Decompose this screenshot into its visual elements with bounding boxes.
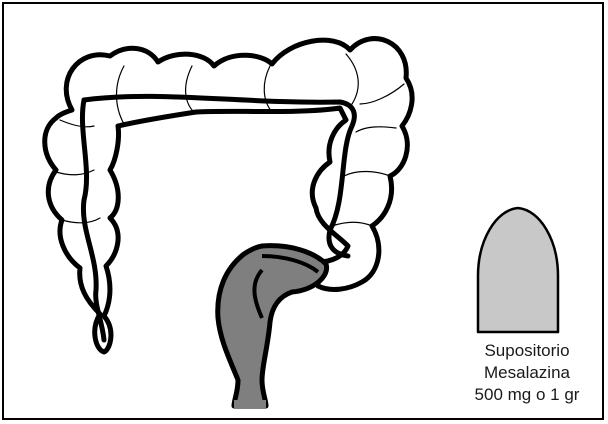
caption-line-2: Mesalazina — [462, 362, 592, 384]
suppository-illustration — [478, 208, 558, 332]
suppository-shape — [478, 208, 558, 332]
caption-line-3: 500 mg o 1 gr — [462, 384, 592, 406]
caption-line-1: Supositorio — [462, 340, 592, 362]
anal-canal — [234, 400, 266, 408]
rectum-shape — [218, 246, 327, 406]
rectum-illustration — [218, 246, 327, 408]
suppository-caption: Supositorio Mesalazina 500 mg o 1 gr — [462, 340, 592, 406]
